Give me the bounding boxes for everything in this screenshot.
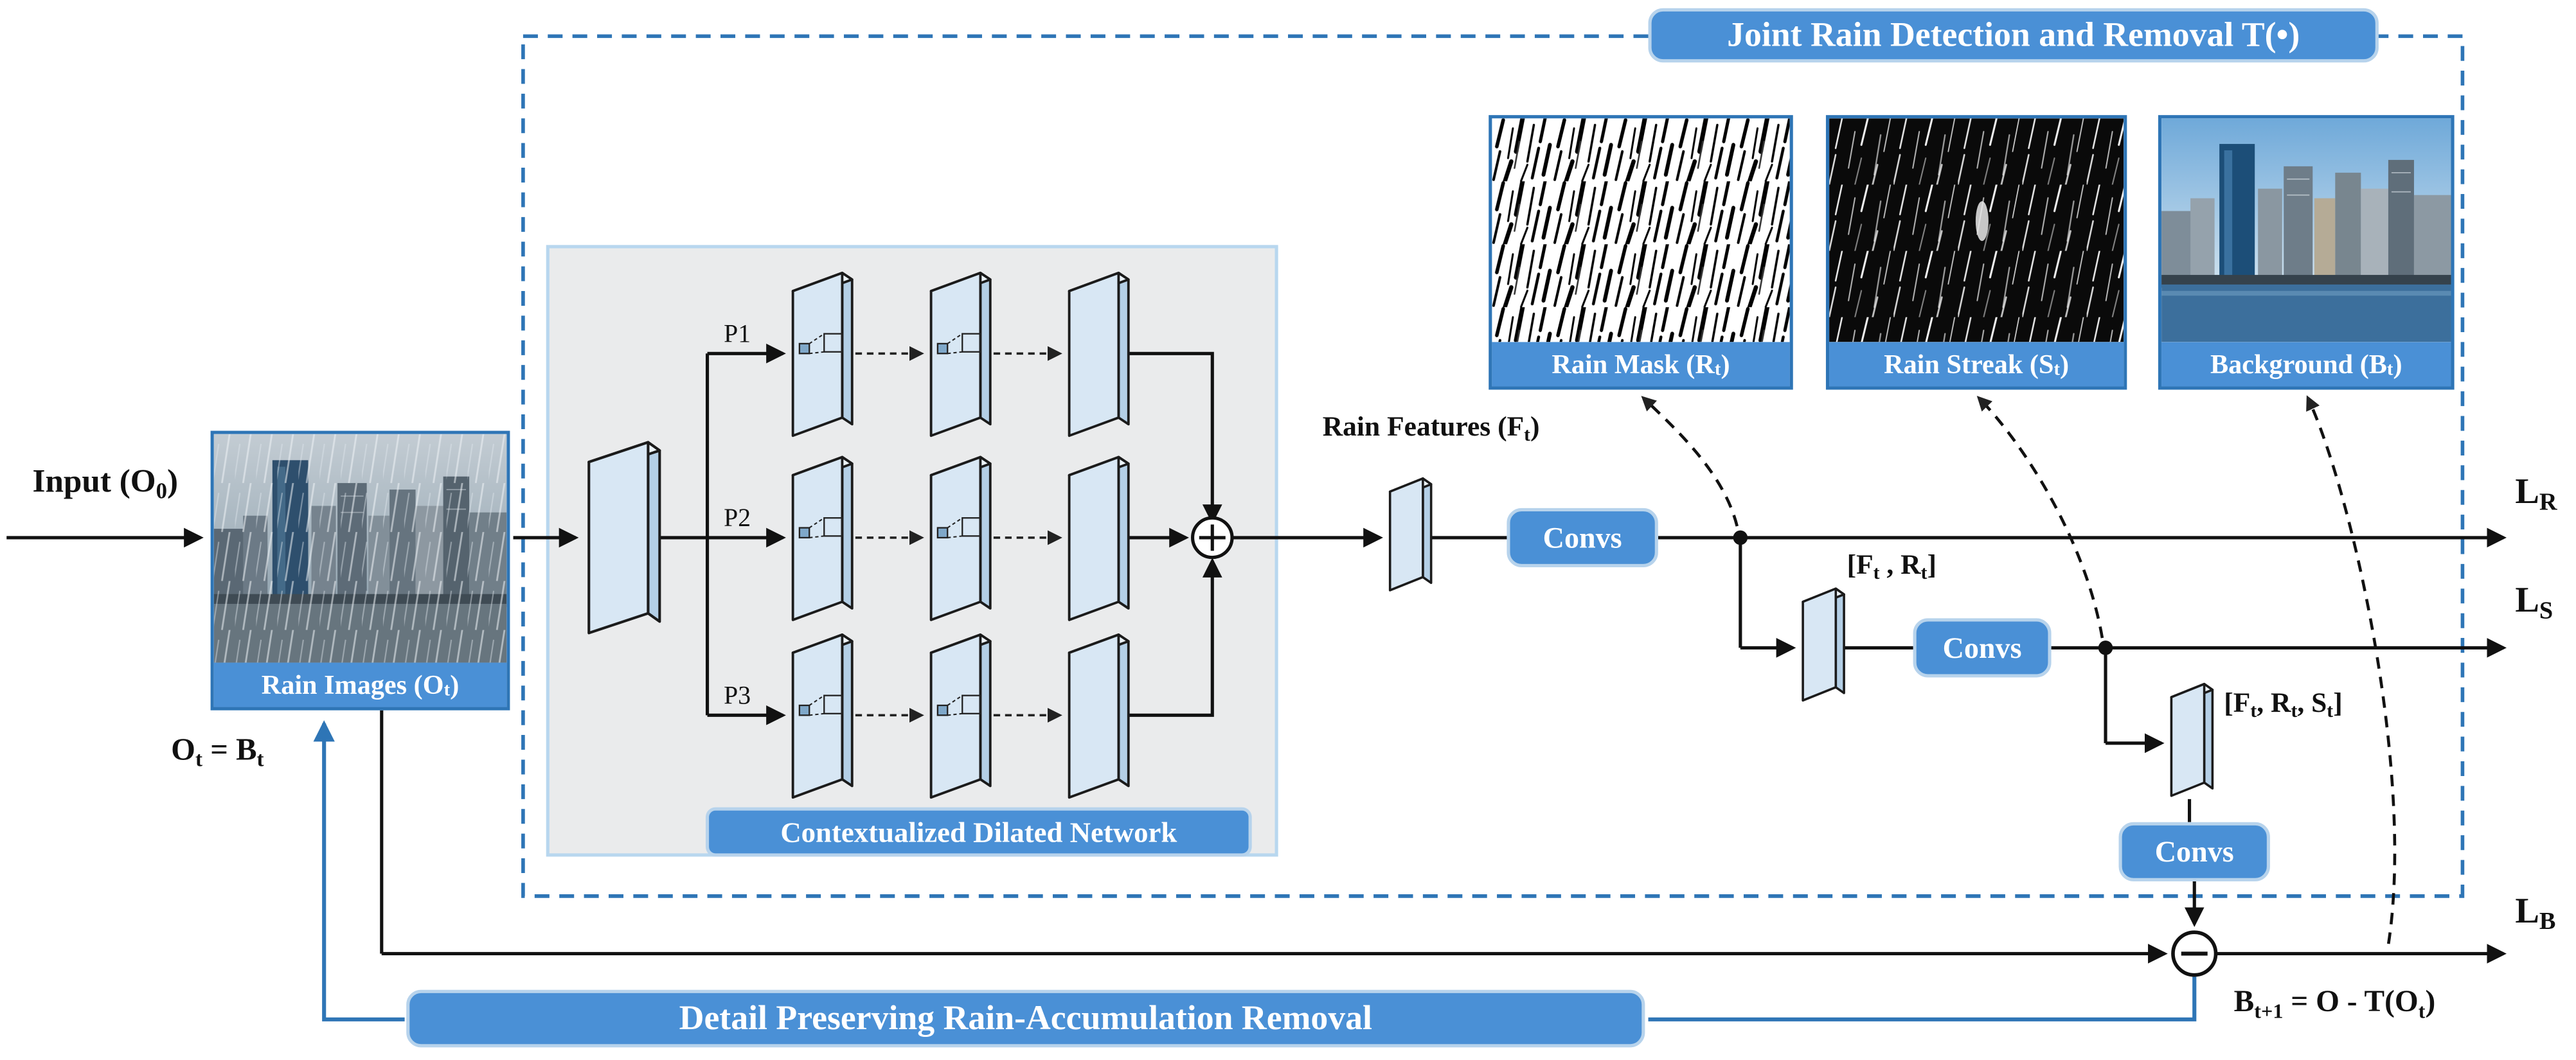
stage3-concat-label: [Ft, Rt, St] (2224, 687, 2343, 723)
convs-button-1: Convs (1507, 508, 1658, 567)
stage2-concat-label: [Ft , Rt] (1847, 549, 1937, 585)
subtract-node (2171, 930, 2218, 977)
junction-dot (1733, 530, 1748, 545)
path-label-p3: P3 (724, 682, 751, 711)
path-label-p2: P2 (724, 504, 751, 533)
feedback-equation-label: Ot = Bt (171, 733, 264, 771)
rain-mask-image (1492, 118, 1790, 342)
feature-slab (2170, 682, 2214, 797)
conv-slab (929, 271, 992, 437)
jrdr-title-pill: Joint Rain Detection and Removal T(•) (1648, 8, 2379, 63)
feature-slab (1388, 477, 1433, 592)
convs-button-2: Convs (1913, 618, 2052, 678)
feature-slab (1802, 587, 1845, 702)
supervision-dashed-arrows (1641, 395, 2397, 944)
conv-slab (1068, 633, 1130, 799)
junction-dot (2098, 640, 2113, 655)
clean-city-image (2161, 118, 2451, 342)
rain-streak-image (1829, 118, 2124, 342)
input-label: Input (O0) (32, 463, 179, 503)
flow-arrows (6, 343, 2507, 964)
loss-lb-label: LB (2515, 889, 2556, 936)
rainy-city-image (213, 434, 507, 663)
conv-slab (929, 455, 992, 621)
conv-slab (791, 633, 854, 799)
path-label-p1: P1 (724, 321, 751, 349)
conv-slab (1068, 455, 1130, 621)
loss-ls-label: LS (2515, 578, 2554, 626)
convs-button-3: Convs (2118, 822, 2270, 881)
conv-slab (791, 455, 854, 621)
conv-slab (1068, 271, 1130, 437)
detail-preserving-pill: Detail Preserving Rain-Accumulation Remo… (406, 989, 1645, 1048)
jrdr-dashed-boundary (521, 34, 2465, 898)
cdn-label-pill: Contextualized Dilated Network (705, 807, 1252, 857)
sum-node (1191, 516, 1234, 560)
conv-slab (791, 271, 854, 437)
loss-lr-label: LR (2515, 470, 2557, 517)
rain-features-label: Rain Features (Ft) (1322, 411, 1540, 446)
residual-equation-label: Bt+1 = O - T(Ot) (2233, 986, 2436, 1022)
feedback-path (313, 720, 2197, 1021)
conv-slab (589, 442, 659, 633)
conv-slab (929, 633, 992, 799)
